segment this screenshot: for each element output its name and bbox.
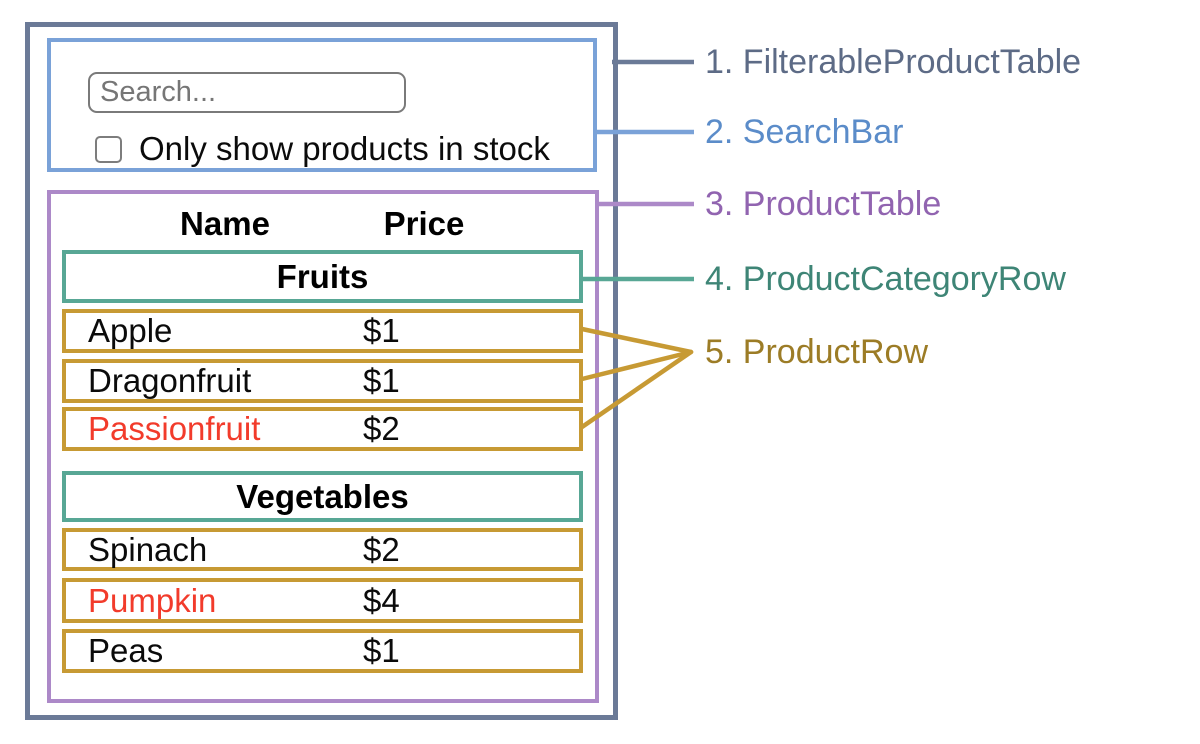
- filterable-product-table-box: Only show products in stock Name Price F…: [25, 22, 618, 720]
- category-row-fruits: Fruits: [62, 250, 583, 303]
- product-name: Dragonfruit: [88, 362, 252, 399]
- in-stock-checkbox[interactable]: [95, 135, 122, 163]
- product-name: Passionfruit: [88, 410, 261, 447]
- product-row-spinach: Spinach $2: [62, 528, 583, 571]
- legend-product-category-row: 4. ProductCategoryRow: [705, 260, 1066, 298]
- category-label: Fruits: [276, 257, 369, 295]
- product-price: $2: [363, 530, 400, 568]
- category-label: Vegetables: [236, 477, 409, 515]
- category-row-vegetables: Vegetables: [62, 471, 583, 522]
- legend-product-table: 3. ProductTable: [705, 185, 942, 223]
- product-name: Apple: [88, 312, 173, 349]
- column-header-price: Price: [383, 205, 465, 242]
- product-name: Peas: [88, 632, 164, 669]
- legend-filterable-product-table: 1. FilterableProductTable: [705, 43, 1082, 81]
- product-row-dragonfruit: Dragonfruit $1: [62, 359, 583, 403]
- product-row-apple: Apple $1: [62, 309, 583, 353]
- search-input[interactable]: [88, 72, 406, 113]
- product-price: $1: [363, 312, 400, 349]
- product-price: $1: [363, 362, 400, 399]
- product-table-box: Name Price Fruits Apple $1 Dragonfruit $…: [47, 190, 599, 703]
- product-row-pumpkin: Pumpkin $4: [62, 578, 583, 623]
- product-row-passionfruit: Passionfruit $2: [62, 407, 583, 451]
- product-price: $4: [363, 581, 400, 619]
- stock-filter-row: Only show products in stock: [95, 130, 550, 168]
- legend-product-row: 5. ProductRow: [705, 333, 928, 371]
- product-name: Pumpkin: [88, 581, 217, 619]
- legend-search-bar: 2. SearchBar: [705, 113, 904, 151]
- product-price: $1: [363, 632, 400, 669]
- search-bar-box: Only show products in stock: [47, 38, 597, 172]
- product-name: Spinach: [88, 530, 208, 568]
- product-row-peas: Peas $1: [62, 629, 583, 673]
- column-header-name: Name: [180, 205, 270, 242]
- in-stock-checkbox-label: Only show products in stock: [139, 130, 550, 167]
- product-price: $2: [363, 410, 400, 447]
